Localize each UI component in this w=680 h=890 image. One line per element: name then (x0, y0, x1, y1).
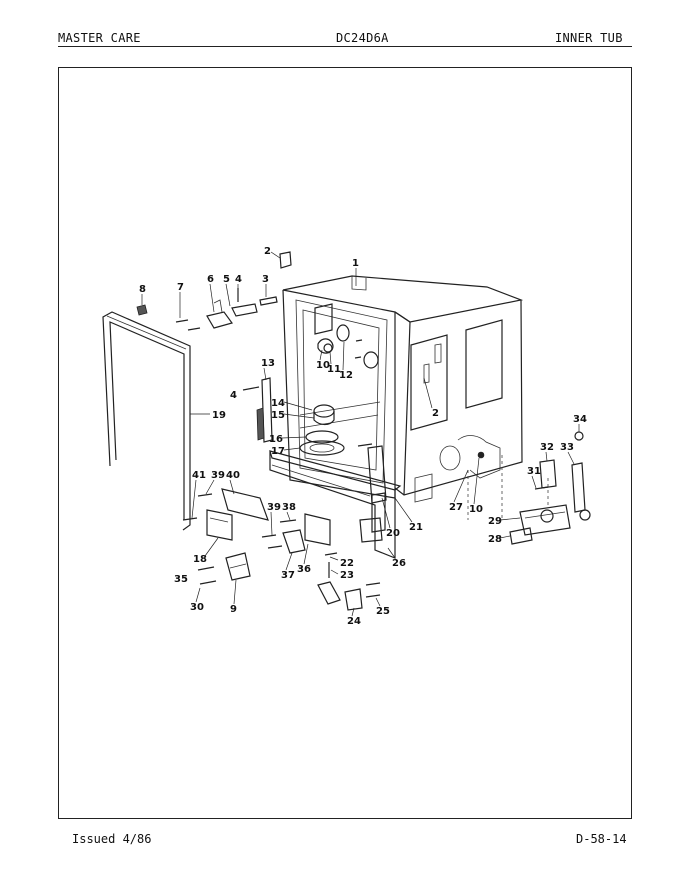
header-model: DC24D6A (336, 31, 389, 45)
callout-9: 9 (230, 604, 237, 615)
header-brand: MASTER CARE (58, 31, 141, 45)
callout-2b: 2 (432, 408, 439, 419)
callout-13: 13 (261, 358, 275, 369)
valve-parts (467, 431, 591, 545)
issued-date: Issued 4/86 (72, 832, 152, 846)
callout-3: 3 (262, 274, 269, 285)
callout-4a: 4 (235, 274, 242, 285)
callout-30: 30 (190, 602, 204, 613)
callout-20: 20 (386, 528, 400, 539)
diagram-frame (58, 67, 632, 819)
callout-37: 37 (281, 570, 295, 581)
callout-17: 17 (271, 446, 285, 457)
header-rule (58, 46, 632, 47)
callout-18: 18 (193, 554, 207, 565)
callout-32: 32 (540, 442, 554, 453)
latch-parts (182, 488, 331, 585)
callout-10a: 10 (316, 360, 330, 371)
callout-1: 1 (352, 258, 359, 269)
callout-12: 12 (339, 370, 353, 381)
callout-11: 11 (327, 364, 341, 375)
callouts: 1 2 2 3 4 4 5 6 7 8 9 10 10 11 12 13 14 … (139, 246, 587, 627)
callout-24: 24 (347, 616, 361, 627)
callout-16: 16 (269, 434, 283, 445)
header-section: INNER TUB (555, 31, 623, 45)
callout-36: 36 (297, 564, 311, 575)
callout-34: 34 (573, 414, 587, 425)
callout-22: 22 (340, 558, 354, 569)
callout-39b: 39 (267, 502, 281, 513)
callout-21: 21 (409, 522, 423, 533)
callout-4b: 4 (230, 390, 237, 401)
switch-parts (317, 552, 381, 611)
callout-28: 28 (488, 534, 502, 545)
callout-35: 35 (174, 574, 188, 585)
callout-10b: 10 (469, 504, 483, 515)
callout-8: 8 (139, 284, 146, 295)
callout-2a: 2 (264, 246, 271, 257)
callout-23: 23 (340, 570, 354, 581)
callout-15: 15 (271, 410, 285, 421)
inner-tub (282, 275, 524, 503)
callout-14: 14 (271, 398, 285, 409)
callout-6: 6 (207, 274, 214, 285)
callout-5: 5 (223, 274, 230, 285)
callout-19: 19 (212, 410, 226, 421)
wash-arm-parts (299, 324, 379, 456)
page-code: D-58-14 (576, 832, 627, 846)
door-gasket (102, 311, 191, 531)
callout-41: 41 (192, 470, 206, 481)
callout-33: 33 (560, 442, 574, 453)
callout-25: 25 (376, 606, 390, 617)
callout-39a: 39 (211, 470, 225, 481)
callout-40: 40 (226, 470, 240, 481)
callout-31: 31 (527, 466, 541, 477)
callout-38: 38 (282, 502, 296, 513)
callout-27: 27 (449, 502, 463, 513)
callout-7: 7 (177, 282, 184, 293)
callout-26: 26 (392, 558, 406, 569)
callout-29: 29 (488, 516, 502, 527)
front-rail (269, 445, 402, 559)
